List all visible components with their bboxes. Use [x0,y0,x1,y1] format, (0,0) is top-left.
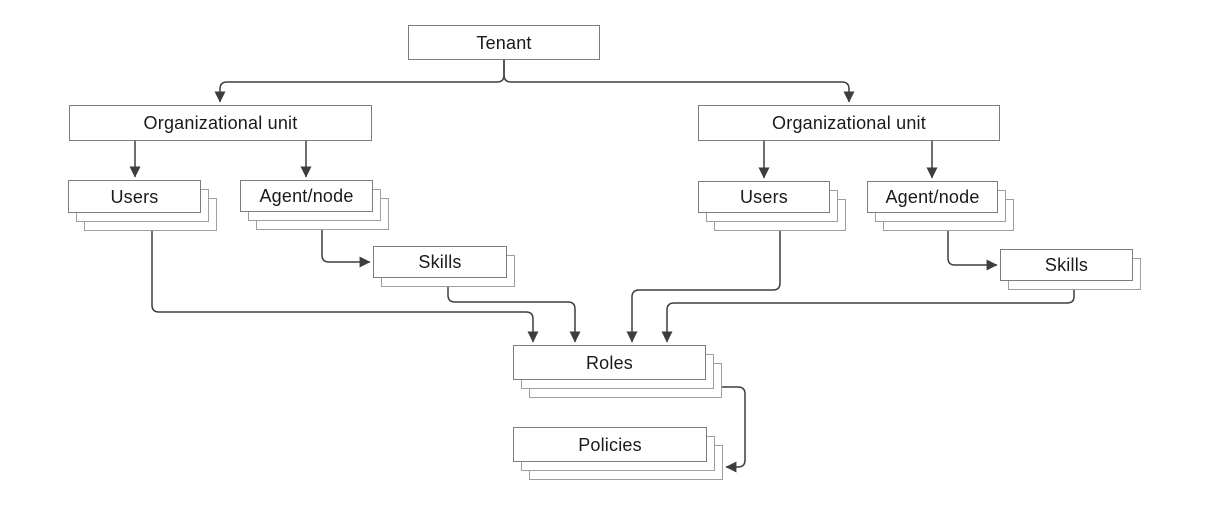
node-label: Tenant [476,32,532,53]
edge-tenant-to-org-unit-left [214,60,505,103]
edge-users-right-to-roles [626,231,781,343]
node-label: Organizational unit [143,113,298,133]
edge-skills-right-to-roles [661,290,1075,343]
node-label: Skills [1044,255,1089,275]
node-agent-node-left: Agent/node [240,180,373,212]
node-tenant: Tenant [408,25,600,60]
node-users-left: Users [68,180,201,213]
node-org-unit-left: Organizational unit [69,105,372,141]
node-label: Organizational unit [772,113,926,133]
node-label: Policies [578,434,642,455]
node-label: Roles [585,352,634,373]
edge-users-left-to-roles [151,231,539,343]
node-label: Agent/node [259,186,354,206]
edge-roles-to-policies [722,386,746,473]
node-roles: Roles [513,345,706,380]
edge-tenant-to-org-unit-right [503,60,855,103]
node-org-unit-right: Organizational unit [698,105,1000,141]
node-label: Skills [418,252,462,272]
node-policies: Policies [513,427,707,462]
node-agent-node-right: Agent/node [867,181,998,213]
node-users-right: Users [698,181,830,213]
node-label: Agent/node [885,187,980,207]
node-skills-left: Skills [373,246,507,278]
edge-agent-node-right-to-skills-right [947,231,998,271]
edge-skills-left-to-roles [447,287,581,343]
edge-agent-node-left-to-skills-left [321,230,371,268]
node-label: Users [739,187,788,207]
node-label: Users [110,186,159,207]
node-skills-right: Skills [1000,249,1133,281]
